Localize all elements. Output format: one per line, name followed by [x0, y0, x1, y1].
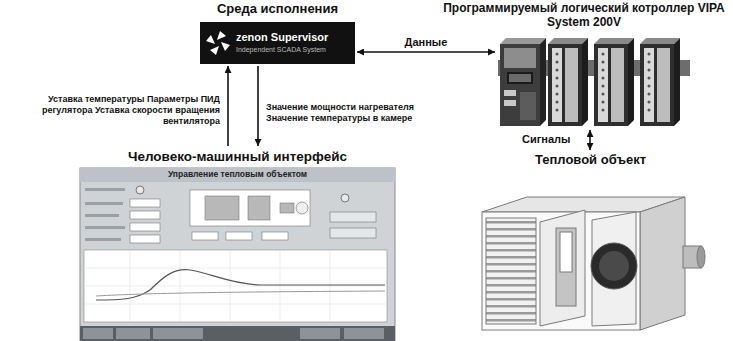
zenon-box: [200, 22, 355, 64]
heat-object-node: Тепловой объект: [478, 152, 703, 334]
plc-heading: Программируемый логический котроллер VIP…: [439, 2, 729, 30]
connector-arrow: [227, 66, 229, 146]
box-heading: Среда исполнения: [175, 2, 380, 17]
edge-label: Данные: [396, 36, 456, 49]
runtime-box: Среда исполненияzenon SupervisorIndepend…: [200, 22, 355, 64]
heat-object-illustration: [482, 197, 705, 330]
connector-arrow: [589, 130, 591, 150]
hmi-node: Человеко-машинный интерфейсУправление те…: [80, 148, 395, 341]
product-subtitle: Independent SCADA System: [236, 46, 326, 54]
screen-title: Управление тепловым объектом: [80, 170, 395, 180]
edge-label: Уставка температуры Параметры ПИД регуля…: [12, 94, 220, 126]
hmi-screenshot: [80, 168, 395, 341]
edge-label: Сигналы: [522, 133, 582, 146]
object-heading: Тепловой объект: [478, 153, 703, 168]
connector-arrow: [257, 66, 259, 146]
product-name: zenon Supervisor: [236, 31, 328, 44]
plc-node: Программируемый логический котроллер VIP…: [497, 38, 692, 128]
plc-illustration: [498, 38, 690, 126]
hmi-heading: Человеко-машинный интерфейс: [80, 149, 395, 165]
edge-label: Значение мощности нагревателя Значение т…: [266, 102, 444, 124]
connector-arrow: [357, 51, 495, 53]
